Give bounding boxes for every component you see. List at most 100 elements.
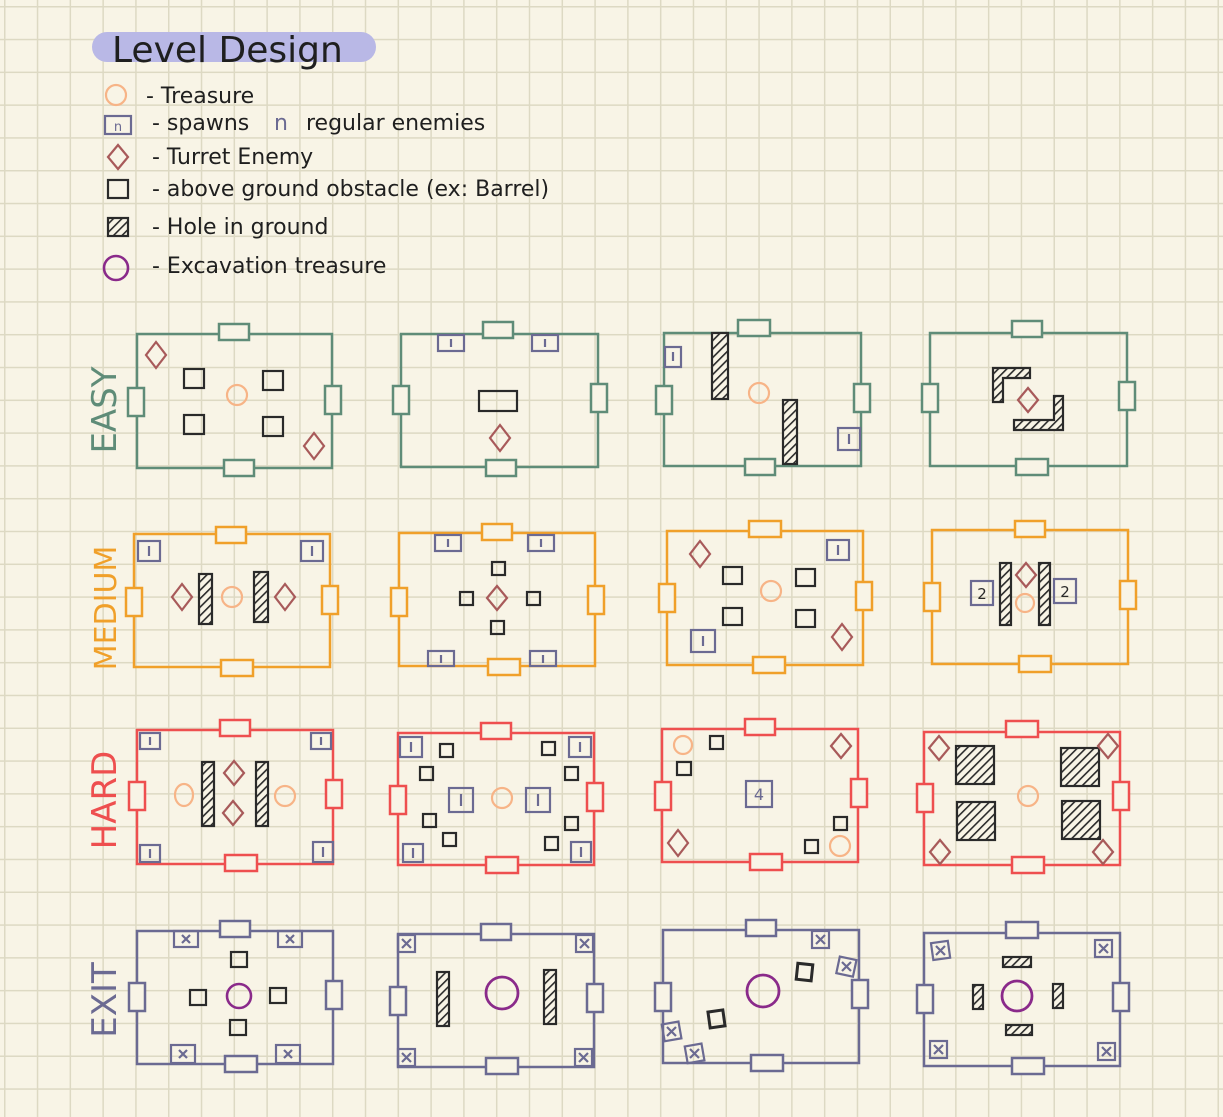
legend-hole-text: - Hole in ground (152, 215, 328, 240)
turret-enemy (302, 431, 326, 461)
spawner (433, 533, 463, 553)
door (388, 985, 408, 1017)
turret-enemy (927, 734, 951, 762)
spawner (1052, 577, 1078, 605)
door (1004, 920, 1040, 940)
turret-enemy (1091, 838, 1115, 866)
spawner (530, 333, 560, 353)
spawner-closed (928, 1039, 949, 1060)
room-hard-1 (127, 718, 344, 873)
spawner (436, 333, 466, 353)
door (126, 386, 146, 418)
spawner (401, 842, 425, 864)
row-label-medium: MEDIUM (89, 546, 124, 671)
room-easy-2 (391, 320, 609, 478)
door (1117, 380, 1137, 412)
door (850, 978, 870, 1010)
door (585, 781, 605, 813)
obstacle (441, 831, 458, 848)
room-easy-3 (654, 318, 872, 477)
door (223, 853, 259, 873)
door (654, 384, 674, 416)
door (657, 582, 677, 614)
exit-rooms (127, 918, 1131, 1076)
turret-enemy (144, 340, 168, 370)
spawner (744, 779, 774, 809)
spawner-closed (683, 1042, 706, 1065)
treasure (1014, 592, 1036, 614)
door (653, 780, 673, 812)
turret-enemy (488, 423, 512, 453)
spawner-closed (834, 955, 858, 978)
easy-rooms (126, 318, 1137, 478)
obstacle (268, 986, 288, 1005)
door (1010, 855, 1046, 875)
obstacle (721, 606, 744, 627)
row-label-easy: EASY (85, 366, 125, 453)
door (218, 718, 252, 738)
spawner-x-mark (181, 934, 191, 944)
door (219, 658, 255, 678)
obstacle (228, 1018, 248, 1037)
door (479, 721, 513, 741)
hole (200, 760, 216, 828)
spawner-x-mark (285, 934, 295, 944)
door (124, 586, 144, 618)
spawner (138, 731, 162, 751)
door (854, 580, 874, 612)
turret-enemy (688, 539, 712, 569)
obstacle (229, 950, 249, 969)
spawner (299, 539, 325, 563)
turret-enemy (666, 828, 690, 858)
excavation-treasure (745, 973, 781, 1009)
room-medium-4 (922, 519, 1138, 674)
door (1111, 981, 1131, 1013)
spawner (689, 628, 717, 654)
spawner-count: 2 (977, 585, 987, 603)
spawner-closed (172, 929, 200, 949)
legend: - Treasure n - spawns n regular enemies … (102, 83, 549, 282)
door (589, 382, 609, 414)
door (218, 919, 252, 939)
turret-enemy (1014, 561, 1038, 589)
spawner-closed (574, 933, 595, 954)
row-label-hard: HARD (85, 751, 125, 850)
turret-enemy (273, 582, 297, 612)
obstacle (418, 765, 435, 782)
door (743, 717, 777, 737)
spawner-closed (573, 1047, 594, 1068)
hole (710, 331, 730, 401)
door (743, 457, 777, 477)
door (749, 1053, 785, 1073)
legend-treasure-text: - Treasure (146, 84, 254, 109)
door (391, 384, 411, 416)
legend-spawner-text: - spawns (152, 111, 249, 136)
turret-enemy (170, 582, 194, 612)
obstacle (477, 389, 519, 413)
treasure (828, 834, 852, 858)
spawner-icon (103, 114, 133, 136)
legend-excavation-text: - Excavation treasure (152, 254, 386, 279)
treasure-icon (104, 83, 128, 107)
hole (252, 570, 270, 624)
obstacle (794, 961, 815, 983)
spawner (447, 786, 475, 814)
room-hard-4 (915, 719, 1131, 875)
hole (998, 561, 1013, 627)
spawner-closed (396, 1047, 417, 1068)
spawner-closed (276, 929, 304, 949)
treasure (490, 786, 514, 810)
room-exit-4 (915, 920, 1131, 1076)
room-medium-1 (124, 525, 340, 678)
room-medium-3 (657, 519, 874, 675)
obstacle (794, 567, 817, 588)
spawner-closed (274, 1043, 302, 1065)
door (751, 655, 787, 675)
spawner (567, 735, 593, 759)
door (586, 584, 606, 616)
door (852, 382, 872, 414)
treasure (1016, 784, 1040, 808)
obstacle-icon (106, 178, 130, 200)
spawner-closed (1093, 938, 1114, 959)
